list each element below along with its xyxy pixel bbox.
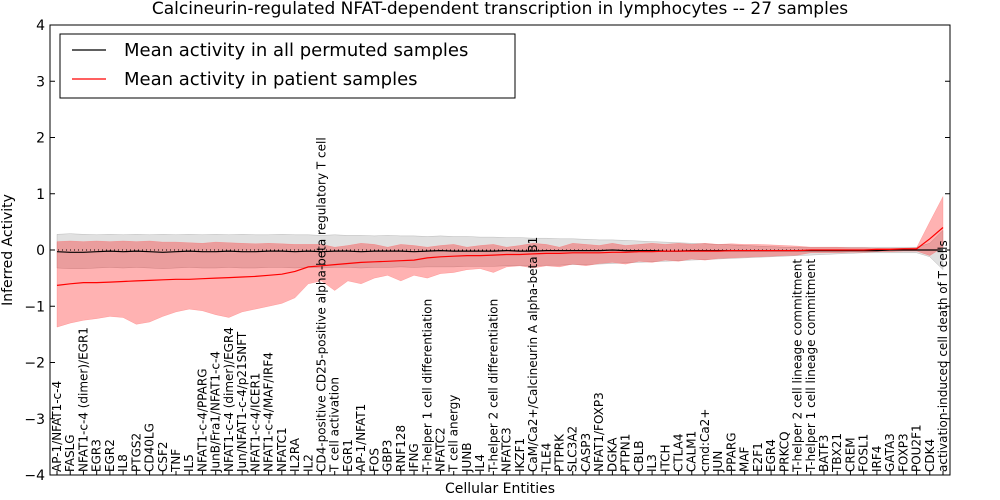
y-tick-label: 1: [36, 187, 45, 203]
x-tick-label: NFATC3: [500, 427, 514, 472]
x-tick-label: PTPN1: [619, 434, 633, 472]
x-tick-label: CDK4: [923, 439, 937, 472]
x-tick-label: NFATC1: [275, 427, 289, 472]
x-tick-label: FOXP3: [896, 433, 910, 472]
x-tick-label: FOS: [367, 448, 381, 472]
x-tick-label: NFAT1/FOXP3: [592, 392, 606, 472]
x-tick-label: CASP3: [579, 433, 593, 472]
x-tick-label: NFAT1-c-4 (dimer)/EGR4: [222, 327, 236, 472]
x-tick-label: ITCH: [658, 444, 672, 472]
x-tick-label: NFATC2: [434, 427, 448, 472]
x-tick-label: IL8: [116, 454, 130, 472]
x-tick-label: FASLG: [63, 434, 77, 472]
x-tick-label: JUNB: [460, 442, 474, 473]
x-tick-label: CD40LG: [143, 423, 157, 472]
x-tick-label: NFAT1-c-4/PPARG: [196, 368, 210, 472]
x-tick-label: BATF3: [817, 435, 831, 472]
x-tick-label: IRF4: [870, 446, 884, 472]
x-tick-label: TLE4: [539, 443, 553, 473]
x-tick-label: NFAT1-c-4 (dimer)/EGR1: [76, 327, 90, 472]
x-tick-label: JunB/Fra1/NFAT1-c-4: [209, 351, 223, 473]
x-tick-label: AP-1/NFAT1-c-4: [50, 381, 64, 472]
x-tick-label: TNF: [169, 449, 183, 473]
x-tick-label: EGR4: [764, 439, 778, 472]
x-tick-label: IKZF1: [513, 438, 527, 472]
plot-frame: [49, 24, 951, 476]
y-tick-label: −4: [24, 468, 45, 484]
x-tick-label: activation-induced cell death of T cells: [936, 240, 950, 472]
x-tick-label: CREM: [843, 437, 857, 472]
x-tick-label: IL4: [473, 454, 487, 472]
x-tick-label: PPARG: [724, 432, 738, 472]
x-tick-label: PTGS2: [129, 433, 143, 472]
x-tick-label: GBP3: [381, 440, 395, 472]
x-tick-label: T-helper 2 cell differentiation: [486, 299, 500, 473]
x-tick-label: FOSL1: [857, 434, 871, 472]
x-tick-label: PTPRK: [553, 433, 567, 472]
x-tick-label: GATA3: [883, 433, 897, 472]
x-tick-label: NFAT1-c-4/MAF/IRF4: [262, 352, 276, 472]
x-tick-label: AP-1/NFAT1: [354, 404, 368, 472]
x-tick-label: IL3: [645, 454, 659, 472]
x-tick-label: CALM1: [685, 431, 699, 472]
x-tick-label: EGR2: [103, 439, 117, 472]
x-tick-label: EGR3: [90, 439, 104, 472]
x-tick-label: NFAT1-c-4/ICER1: [248, 373, 262, 472]
x-tick-label: cmd:Ca2+: [698, 409, 712, 472]
x-tick-label: T cell anergy: [447, 395, 461, 473]
x-tick-label: CaM/Ca2+/Calcineurin A alpha-beta B1: [526, 237, 540, 472]
x-tick-label: IL5: [182, 454, 196, 472]
x-tick-label: MAF: [738, 446, 752, 472]
x-tick-label: E2F1: [751, 442, 765, 472]
x-tick-label: SLC3A2: [566, 426, 580, 472]
legend-label-patient: Mean activity in patient samples: [124, 69, 418, 90]
y-tick-label: 2: [36, 131, 45, 147]
x-tick-label: CTLA4: [672, 433, 686, 472]
legend-box: [59, 33, 516, 99]
legend: Mean activity in all permuted samples Me…: [59, 33, 516, 99]
permuted-band: [56, 229, 944, 271]
x-tick-label: T-helper 2 cell lineage commitment: [791, 259, 805, 473]
y-tick-label: −1: [24, 299, 45, 315]
x-tick-label: RNF128: [394, 425, 408, 472]
y-tick-label: 3: [36, 74, 45, 90]
x-tick-label: JUN: [711, 451, 725, 473]
y-tick-label: −3: [24, 412, 45, 428]
patient-band: [56, 196, 944, 328]
x-tick-label: CD4-positive CD25-positive alpha-beta re…: [315, 137, 329, 472]
x-tick-label: TBX21: [830, 433, 844, 473]
chart-title: Calcineurin-regulated NFAT-dependent tra…: [152, 0, 848, 19]
x-tick-label: POU2F1: [910, 424, 924, 472]
y-tick-label: 4: [36, 18, 45, 34]
x-tick-label: IL2RA: [288, 437, 302, 472]
y-tick-label: 0: [36, 243, 45, 259]
x-tick-label: CSF2: [156, 441, 170, 472]
legend-label-permuted: Mean activity in all permuted samples: [124, 40, 468, 61]
x-tick-label: CBLB: [632, 440, 646, 472]
x-axis-label: Cellular Entities: [445, 481, 555, 497]
x-tick-label: IL2: [301, 454, 315, 472]
x-tick-label: PRKCQ: [777, 431, 791, 472]
x-tick-label: T-helper 1 cell lineage commitment: [804, 259, 818, 473]
x-tick-label: T cell activation: [328, 377, 342, 473]
y-axis-label: Inferred Activity: [0, 194, 16, 306]
x-tick-label: DGKA: [605, 437, 619, 472]
x-tick-label: T-helper 1 cell differentiation: [420, 299, 434, 473]
y-tick-label: −2: [24, 356, 45, 372]
x-tick-label: EGR1: [341, 439, 355, 472]
patient-mean-line: [56, 227, 944, 286]
x-tick-label: Jun/NFAT1-c-4/p21SNFT: [235, 331, 249, 473]
x-tick-label: IFNG: [407, 443, 421, 472]
